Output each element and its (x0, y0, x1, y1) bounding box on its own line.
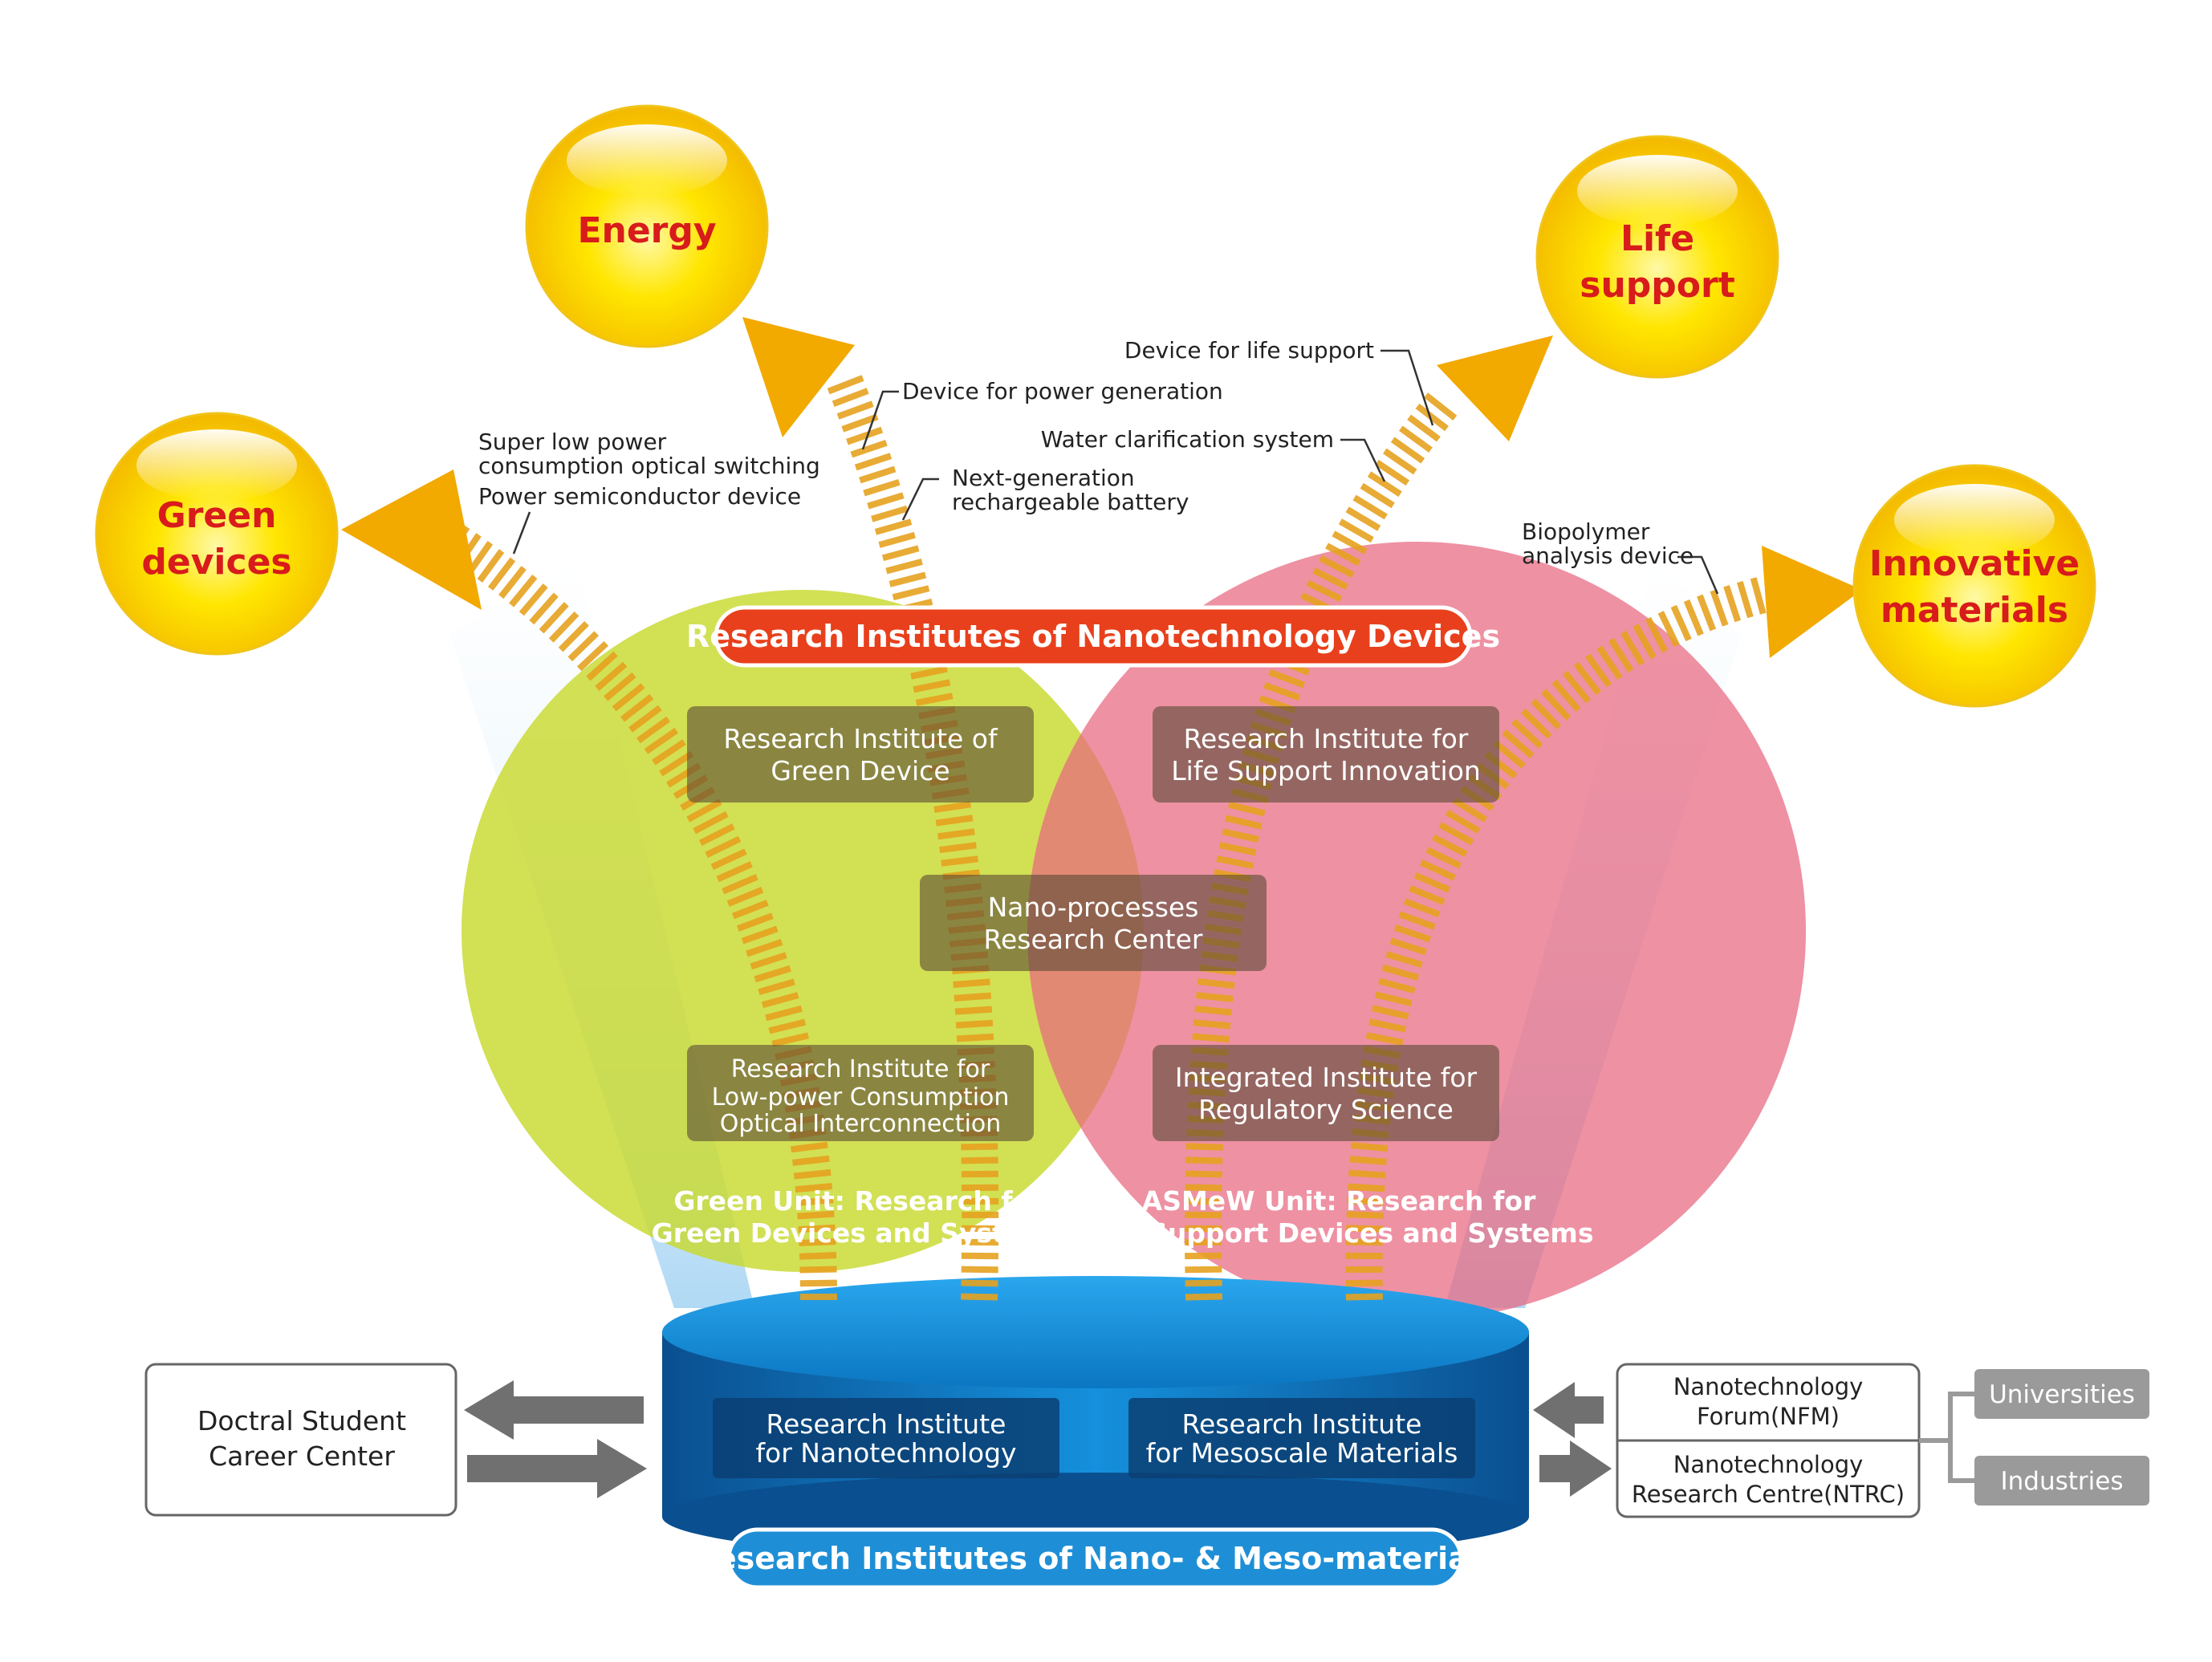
svg-text:Research Institutes of Nano- &: Research Institutes of Nano- & Meso-mate… (693, 1541, 1498, 1576)
orb-innovative-materials: Innovative materials (1852, 464, 2096, 708)
svg-text:ASMeW Unit: Research for: ASMeW Unit: Research for (1142, 1185, 1536, 1217)
forum-arrows (1533, 1382, 1612, 1497)
svg-text:Nanotechnology: Nanotechnology (1673, 1451, 1864, 1478)
asmew-unit-label: ASMeW Unit: Research for Life Support De… (1084, 1185, 1594, 1249)
svg-text:Optical Interconnection: Optical Interconnection (720, 1110, 1002, 1138)
note-power-semiconductor: Power semiconductor device (478, 483, 801, 510)
svg-text:Doctral Student: Doctral Student (197, 1405, 406, 1436)
arrowhead-green-devices (341, 469, 482, 610)
svg-text:Research Center: Research Center (984, 924, 1203, 955)
svg-text:Green: Green (157, 495, 277, 536)
svg-text:Research Institute for: Research Institute for (731, 1055, 990, 1083)
svg-text:Nanotechnology: Nanotechnology (1673, 1373, 1864, 1400)
svg-text:Integrated Institute for: Integrated Institute for (1175, 1062, 1478, 1093)
svg-text:Industries: Industries (2000, 1467, 2123, 1496)
svg-text:Green Unit: Research for: Green Unit: Research for (673, 1185, 1044, 1217)
partners-connector (1919, 1392, 1974, 1483)
box-nano-processes: Nano-processes Research Center (920, 875, 1267, 971)
arrowhead-innovative-materials (1762, 546, 1862, 658)
svg-text:Life Support Devices and Syste: Life Support Devices and Systems (1084, 1217, 1594, 1249)
box-optical-interconnection: Research Institute for Low-power Consump… (687, 1045, 1034, 1141)
svg-text:for Mesoscale Materials: for Mesoscale Materials (1146, 1437, 1458, 1469)
svg-text:Research Institute of: Research Institute of (723, 723, 998, 754)
svg-text:Forum(NFM): Forum(NFM) (1697, 1403, 1840, 1430)
svg-text:Research Institute for: Research Institute for (1184, 723, 1469, 754)
svg-text:Universities: Universities (1989, 1380, 2135, 1409)
svg-text:for Nanotechnology: for Nanotechnology (755, 1437, 1016, 1469)
box-mesoscale: Research Institute for Mesoscale Materia… (1128, 1398, 1475, 1478)
svg-text:Regulatory Science: Regulatory Science (1198, 1094, 1454, 1125)
arrow-to-career (464, 1380, 644, 1440)
svg-text:Energy: Energy (577, 210, 716, 251)
box-green-device: Research Institute of Green Device (687, 706, 1034, 803)
box-nanotechnology: Research Institute for Nanotechnology (713, 1398, 1059, 1478)
svg-text:Low-power Consumption: Low-power Consumption (712, 1083, 1010, 1111)
box-regulatory-science: Integrated Institute for Regulatory Scie… (1153, 1045, 1499, 1141)
leader-lines (512, 349, 1719, 595)
svg-text:materials: materials (1881, 590, 2068, 631)
forum-box: Nanotechnology Forum(NFM) Nanotechnology… (1616, 1363, 1921, 1518)
arrowhead-life-support (1437, 335, 1553, 441)
connection-arcs (341, 317, 1862, 1301)
arrow-to-forum (1539, 1441, 1612, 1497)
devices-banner: Research Institutes of Nanotechnology De… (686, 605, 1500, 668)
materials-banner: Research Institutes of Nano- & Meso-mate… (693, 1527, 1498, 1590)
svg-text:Innovative: Innovative (1869, 543, 2080, 584)
svg-text:Nano-processes: Nano-processes (988, 892, 1199, 923)
note-optical-switching: Super low power consumption optical swit… (478, 429, 820, 479)
svg-text:Research Centre(NTRC): Research Centre(NTRC) (1632, 1481, 1905, 1508)
note-power-generation: Device for power generation (902, 378, 1223, 404)
arrow-from-career (467, 1439, 647, 1498)
svg-text:devices: devices (141, 542, 291, 583)
svg-text:Research Institute: Research Institute (766, 1408, 1006, 1440)
box-life-support-innovation: Research Institute for Life Support Inno… (1153, 706, 1499, 803)
note-water-clarification: Water clarification system (1041, 426, 1334, 453)
svg-text:Life: Life (1620, 218, 1694, 259)
svg-text:Career Center: Career Center (209, 1441, 395, 1472)
green-unit-label: Green Unit: Research for Green Devices a… (652, 1185, 1067, 1249)
orb-energy: Energy (525, 104, 769, 348)
arc-green-devices (439, 522, 837, 1301)
universities-box: Universities (1974, 1369, 2149, 1419)
orb-life-support: Life support (1535, 135, 1779, 379)
arrowhead-energy (742, 317, 855, 437)
svg-text:Green Device: Green Device (771, 755, 949, 786)
arc-innovative-materials (1345, 575, 1771, 1301)
career-arrows (464, 1380, 647, 1498)
career-center-box: Doctral Student Career Center (144, 1363, 457, 1517)
svg-text:Research Institute: Research Institute (1182, 1408, 1422, 1440)
note-biopolymer: Biopolymer analysis device (1522, 518, 1694, 569)
arrow-from-forum (1533, 1382, 1604, 1438)
industries-box: Industries (1974, 1456, 2149, 1506)
svg-text:support: support (1580, 265, 1734, 306)
svg-text:Research Institutes of Nanotec: Research Institutes of Nanotechnology De… (686, 619, 1500, 654)
orb-green-devices: Green devices (95, 412, 339, 656)
note-battery: Next-generation rechargeable battery (952, 465, 1189, 515)
svg-text:Life Support Innovation: Life Support Innovation (1171, 755, 1481, 786)
note-life-support-device: Device for life support (1124, 337, 1374, 364)
svg-text:Green Devices and Systems: Green Devices and Systems (652, 1217, 1067, 1249)
arc-energy (825, 370, 999, 1301)
